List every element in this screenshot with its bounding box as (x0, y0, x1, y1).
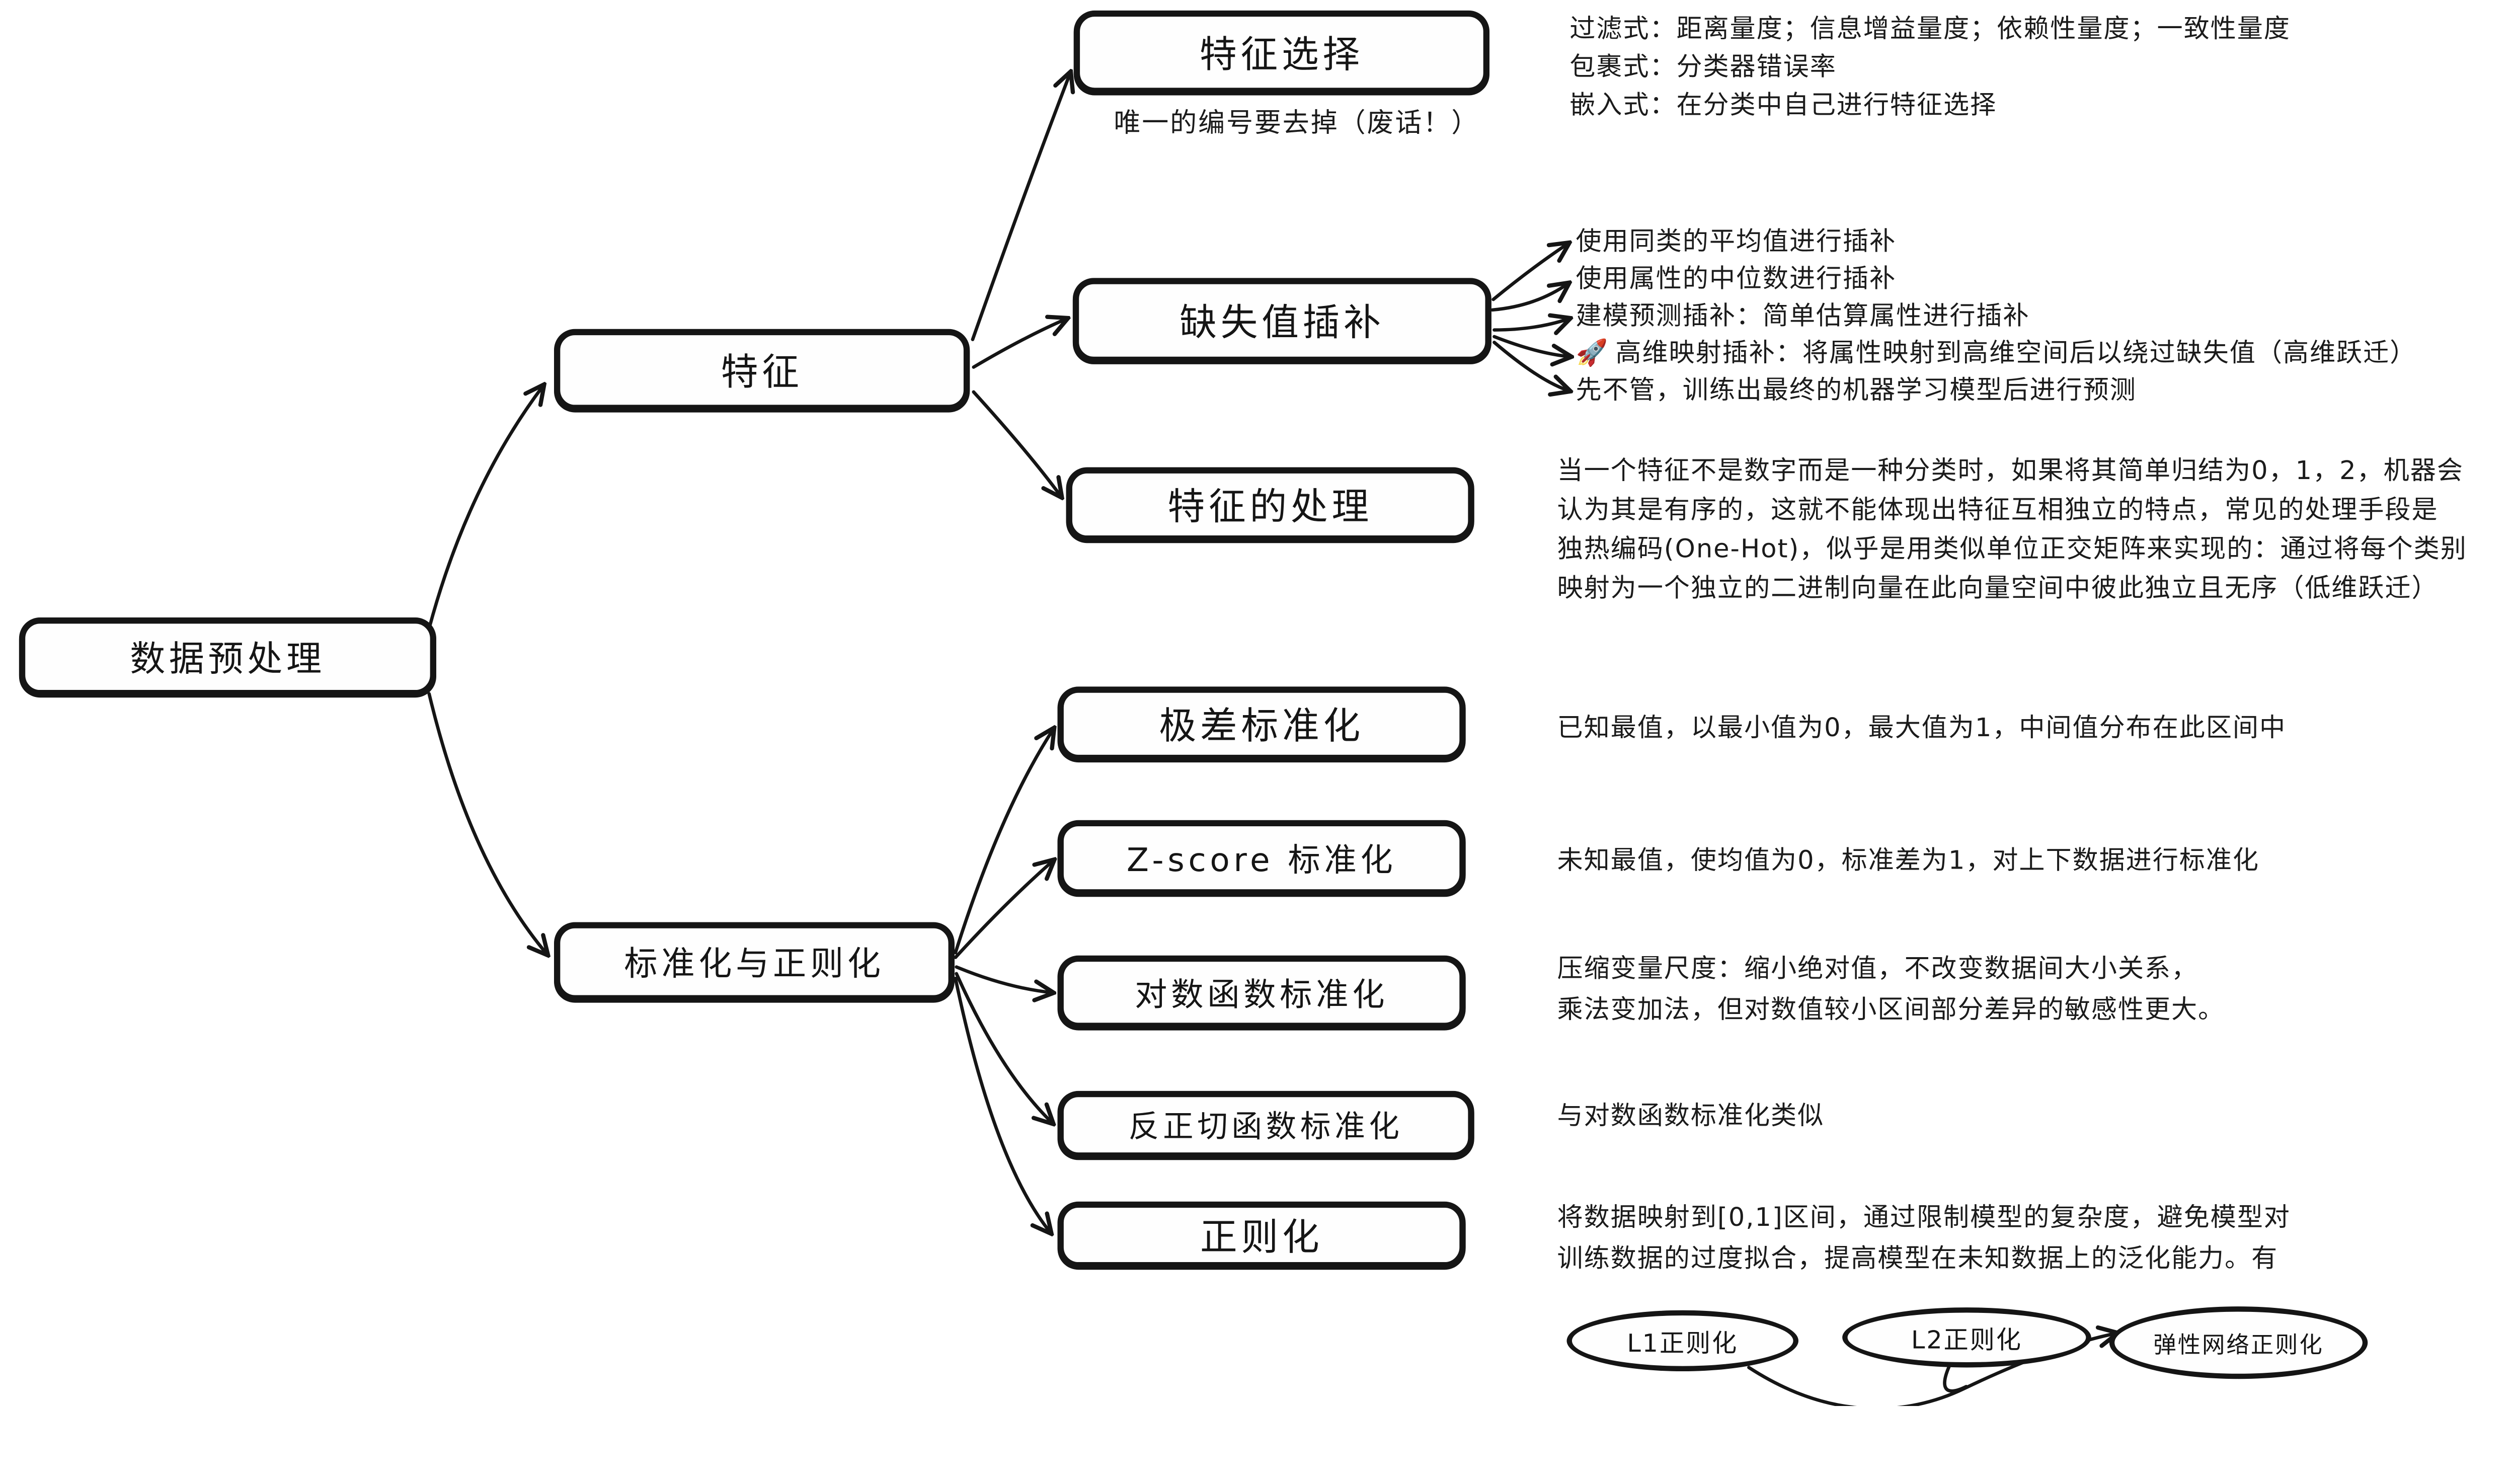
detail-line: 认为其是有序的，这就不能体现出特征互相独立的特点，常见的处理手段是 (1557, 494, 2439, 525)
ellipse-l1-regularization[interactable]: L1正则化 (1566, 1310, 1799, 1372)
node-missing-value[interactable]: 缺失值插补 (1072, 278, 1491, 363)
connector-norm-reg[interactable] (954, 976, 1051, 1233)
connector-missing-detail-4[interactable] (1492, 335, 1570, 357)
detail-line: 过滤式：距离量度；信息增益量度；依赖性量度；一致性量度 (1569, 13, 2291, 44)
connector-missing-detail-2[interactable] (1490, 283, 1569, 312)
node-feature[interactable]: 特征 (554, 329, 970, 411)
connector-norm-zscore[interactable] (954, 860, 1054, 959)
ellipse-l2-label: L2正则化 (1911, 1325, 2022, 1355)
node-range-standardization-label: 极差标准化 (1159, 705, 1364, 748)
node-feature-processing[interactable]: 特征的处理 (1066, 467, 1474, 542)
node-feature-selection-label: 特征选择 (1199, 33, 1364, 76)
zscore-standardization-details[interactable]: 未知最值，使均值为0，标准差为1，对上下数据进行标准化 (1557, 841, 2259, 879)
node-log-standardization[interactable]: 对数函数标准化 (1057, 955, 1466, 1029)
feature-processing-details[interactable]: 当一个特征不是数字而是一种分类时，如果将其简单归结为0，1，2，机器会 认为其是… (1557, 451, 2467, 607)
node-zscore-standardization-label: Z-score 标准化 (1126, 841, 1397, 879)
detail-line: 已知最值，以最小值为0，最大值为1，中间值分布在此区间中 (1557, 712, 2287, 743)
detail-line: 独热编码(One-Hot)，似乎是用类似单位正交矩阵来实现的：通过将每个类别 (1557, 533, 2467, 564)
node-atan-standardization[interactable]: 反正切函数标准化 (1057, 1090, 1474, 1159)
node-feature-processing-label: 特征的处理 (1167, 485, 1373, 528)
whiteboard-stage: 数据预处理 特征 标准化与正则化 特征选择 唯一的编号要去掉（废话！） 缺失值插… (19, 0, 2516, 1407)
connector-missing-detail-1[interactable] (1491, 243, 1569, 301)
atan-standardization-details[interactable]: 与对数函数标准化类似 (1557, 1097, 1825, 1135)
detail-line-rocket: 🚀高维映射插补：将属性映射到高维空间后以绕过缺失值（高维跃迁） (1576, 334, 2417, 371)
connector-missing-detail-5[interactable] (1492, 340, 1569, 391)
detail-line: 先不管，训练出最终的机器学习模型后进行预测 (1576, 374, 2137, 405)
node-range-standardization[interactable]: 极差标准化 (1057, 686, 1466, 761)
connector-root-feature[interactable] (427, 385, 543, 631)
detail-line: 训练数据的过度拟合，提高模型在未知数据上的泛化能力。有 (1557, 1243, 2278, 1273)
detail-line: 当一个特征不是数字而是一种分类时，如果将其简单归结为0，1，2，机器会 (1557, 455, 2464, 486)
missing-value-details[interactable]: 使用同类的平均值进行插补 使用属性的中位数进行插补 建模预测插补：简单估算属性进… (1576, 222, 2417, 409)
regularization-details[interactable]: 将数据映射到[0,1]区间，通过限制模型的复杂度，避免模型对 训练数据的过度拟合… (1557, 1197, 2291, 1279)
ellipse-elastic-net-label: 弹性网络正则化 (2153, 1332, 2324, 1359)
ellipse-l1-label: L1正则化 (1627, 1329, 1739, 1358)
node-log-standardization-label: 对数函数标准化 (1135, 976, 1389, 1013)
connector-feature-selection[interactable] (971, 72, 1070, 341)
rocket-icon: 🚀 (1576, 337, 1609, 368)
detail-line: 嵌入式：在分类中自己进行特征选择 (1569, 90, 1997, 120)
node-root[interactable]: 数据预处理 (19, 617, 436, 696)
ellipse-l2-regularization[interactable]: L2正则化 (1842, 1307, 2091, 1368)
connector-l2-join[interactable] (1943, 1365, 1968, 1393)
detail-line: 将数据映射到[0,1]区间，通过限制模型的复杂度，避免模型对 (1557, 1202, 2291, 1232)
node-normalization-label: 标准化与正则化 (624, 944, 885, 983)
detail-line: 使用属性的中位数进行插补 (1576, 263, 1897, 293)
connectors-layer (427, 0, 2516, 1407)
connector-feature-processing[interactable] (972, 390, 1061, 497)
node-missing-value-label: 缺失值插补 (1180, 301, 1385, 345)
detail-line: 建模预测插补：简单估算属性进行插补 (1576, 300, 2030, 331)
node-zscore-standardization[interactable]: Z-score 标准化 (1057, 820, 1466, 896)
node-regularization-label: 正则化 (1200, 1216, 1323, 1259)
detail-line: 映射为一个独立的二进制向量在此向量空间中彼此独立且无序（低维跃迁） (1557, 572, 2439, 603)
log-standardization-details[interactable]: 压缩变量尺度：缩小绝对值，不改变数据间大小关系， 乘法变加法，但对数值较小区间部… (1557, 948, 2225, 1030)
feature-selection-note[interactable]: 唯一的编号要去掉（废话！） (1114, 107, 1480, 138)
connector-norm-range[interactable] (954, 729, 1054, 955)
node-feature-label: 特征 (721, 351, 803, 394)
range-standardization-details[interactable]: 已知最值，以最小值为0，最大值为1，中间值分布在此区间中 (1557, 709, 2286, 747)
mindmap-canvas: 数据预处理 特征 标准化与正则化 特征选择 唯一的编号要去掉（废话！） 缺失值插… (19, 0, 2516, 1407)
node-root-label: 数据预处理 (130, 638, 326, 680)
connector-missing-detail-3[interactable] (1492, 319, 1569, 330)
detail-line: 未知最值，使均值为0，标准差为1，对上下数据进行标准化 (1557, 844, 2259, 875)
detail-line: 乘法变加法，但对数值较小区间部分差异的敏感性更大。 (1557, 994, 2225, 1025)
connector-norm-atan[interactable] (955, 972, 1053, 1124)
detail-line: 压缩变量尺度：缩小绝对值，不改变数据间大小关系， (1557, 953, 2198, 983)
connector-feature-missing[interactable] (972, 319, 1067, 369)
detail-line: 包裹式：分类器错误率 (1569, 51, 1837, 82)
feature-selection-details[interactable]: 过滤式：距离量度；信息增益量度；依赖性量度；一致性量度 包裹式：分类器错误率 嵌… (1569, 10, 2291, 124)
node-atan-standardization-label: 反正切函数标准化 (1128, 1109, 1403, 1145)
ellipse-elastic-net-regularization[interactable]: 弹性网络正则化 (2109, 1306, 2368, 1379)
node-regularization[interactable]: 正则化 (1057, 1201, 1466, 1269)
detail-text: 高维映射插补：将属性映射到高维空间后以绕过缺失值（高维跃迁） (1615, 337, 2417, 368)
connector-norm-log[interactable] (955, 965, 1053, 993)
detail-line: 与对数函数标准化类似 (1557, 1100, 1825, 1131)
node-normalization[interactable]: 标准化与正则化 (554, 922, 955, 1001)
connector-root-normalization[interactable] (427, 692, 547, 955)
detail-line: 使用同类的平均值进行插补 (1576, 226, 1897, 256)
node-feature-selection[interactable]: 特征选择 (1073, 10, 1490, 94)
